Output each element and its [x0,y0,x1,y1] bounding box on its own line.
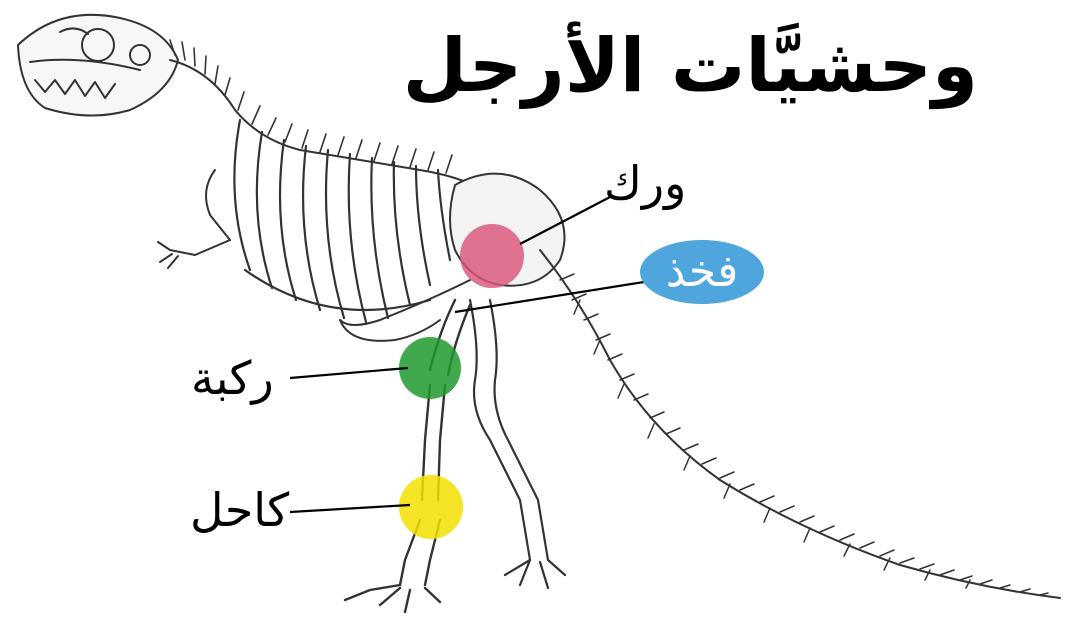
tail-vertebrae [560,274,1048,595]
far-leg [470,300,565,588]
page-title: وحشيَّات الأرجل [403,22,978,111]
knee-leader-line [290,368,408,378]
ankle-marker [399,475,463,539]
forelimb [158,170,230,268]
thigh-label-badge: فخذ [640,240,764,304]
ankle-leader-line [290,505,410,512]
ankle-label: كاحل [190,487,289,533]
pelvis [340,174,565,341]
skull [18,15,178,116]
hip-marker [460,224,524,288]
knee-label: ركبة [191,355,274,401]
hip-label: ورك [604,160,686,206]
tail-spine [540,250,1060,598]
rib-cage [234,120,450,322]
knee-marker [399,337,461,399]
